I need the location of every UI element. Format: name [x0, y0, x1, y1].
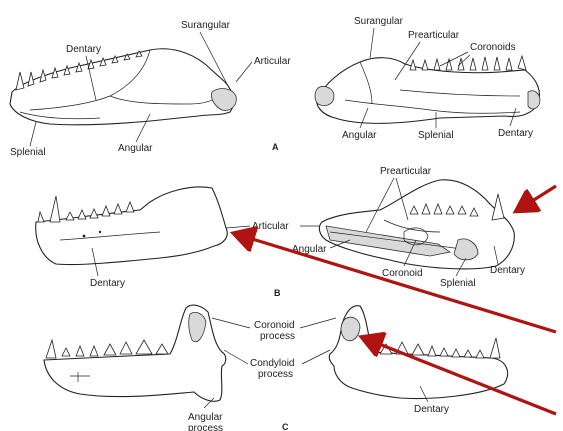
label-prearticular-b: Prearticular	[380, 166, 432, 177]
annotation-arrows	[236, 184, 557, 416]
panel-letter-a: A	[272, 142, 279, 152]
panel-a-right-jaw	[314, 54, 541, 124]
label-dentary: Dentary	[66, 44, 101, 55]
label-surangular-medial: Surangular	[354, 16, 404, 27]
label-splenial-medial: Splenial	[418, 130, 454, 141]
panel-b-left-jaw	[35, 186, 228, 266]
label-dentary-b-left: Dentary	[90, 278, 125, 289]
label-angular: Angular	[118, 143, 153, 154]
label-angular-b: Angular	[292, 244, 327, 255]
panel-c-left-jaw	[43, 304, 227, 402]
panel-b-right-labels: Prearticular Angular Coronoid Splenial D…	[292, 166, 525, 289]
panel-c-right-labels: Dentary	[414, 385, 449, 415]
label-articular-b: Articular	[252, 221, 289, 232]
panel-a-left-labels: Dentary Surangular Articular Splenial An…	[10, 20, 291, 158]
arrow-to-panel-c-condyle	[364, 338, 557, 416]
label-angular-medial: Angular	[342, 130, 377, 141]
label-dentary-medial: Dentary	[498, 128, 533, 139]
panel-a-right-labels: Surangular Prearticular Coronoids Angula…	[342, 16, 533, 141]
label-splenial: Splenial	[10, 147, 46, 158]
label-surangular: Surangular	[181, 20, 231, 31]
panel-letter-c: C	[282, 422, 289, 431]
label-splenial-b: Splenial	[440, 278, 476, 289]
panel-b-left-labels: Dentary	[90, 247, 125, 289]
label-dentary-b-right: Dentary	[490, 265, 525, 276]
label-coronoid-b: Coronoid	[382, 268, 423, 279]
label-coronoids: Coronoids	[470, 42, 516, 53]
label-dentary-c: Dentary	[414, 404, 449, 415]
panel-letter-b: B	[274, 288, 281, 298]
panel-b-right-jaw	[318, 179, 515, 270]
arrow-to-panel-b-dentary-tip	[518, 184, 557, 210]
panel-c-right-jaw	[328, 305, 509, 400]
panel-a-left-jaw	[9, 48, 237, 126]
label-prearticular: Prearticular	[408, 30, 460, 41]
arrow-to-panel-b-articular	[236, 234, 557, 334]
label-articular: Articular	[254, 56, 291, 67]
